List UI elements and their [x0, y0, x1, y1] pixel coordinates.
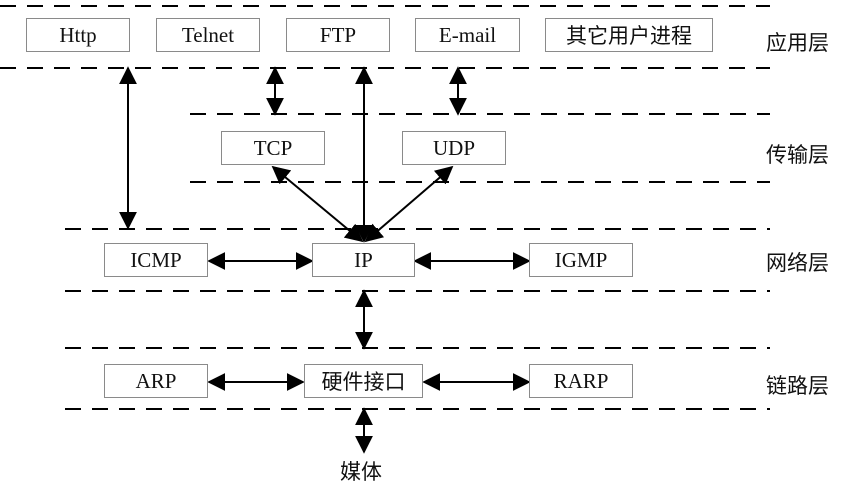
transport-layer-label: 传输层	[766, 143, 829, 167]
link-layer-label: 链路层	[766, 374, 829, 398]
rarp-box: RARP	[529, 364, 633, 398]
application-layer-label: 应用层	[766, 31, 829, 55]
udp-box: UDP	[402, 131, 506, 165]
network-layer-label: 网络层	[766, 251, 829, 275]
http-box: Http	[26, 18, 130, 52]
hardware-interface-box: 硬件接口	[304, 364, 423, 398]
telnet-box: Telnet	[156, 18, 260, 52]
ftp-box: FTP	[286, 18, 390, 52]
other-user-process-box: 其它用户进程	[545, 18, 713, 52]
arp-box: ARP	[104, 364, 208, 398]
icmp-box: ICMP	[104, 243, 208, 277]
udp-ip-arrow	[364, 165, 454, 243]
email-box: E-mail	[415, 18, 520, 52]
tcp-box: TCP	[221, 131, 325, 165]
media-label: 媒体	[340, 460, 382, 484]
igmp-box: IGMP	[529, 243, 633, 277]
ip-box: IP	[312, 243, 415, 277]
tcp-ip-arrow	[271, 165, 364, 243]
